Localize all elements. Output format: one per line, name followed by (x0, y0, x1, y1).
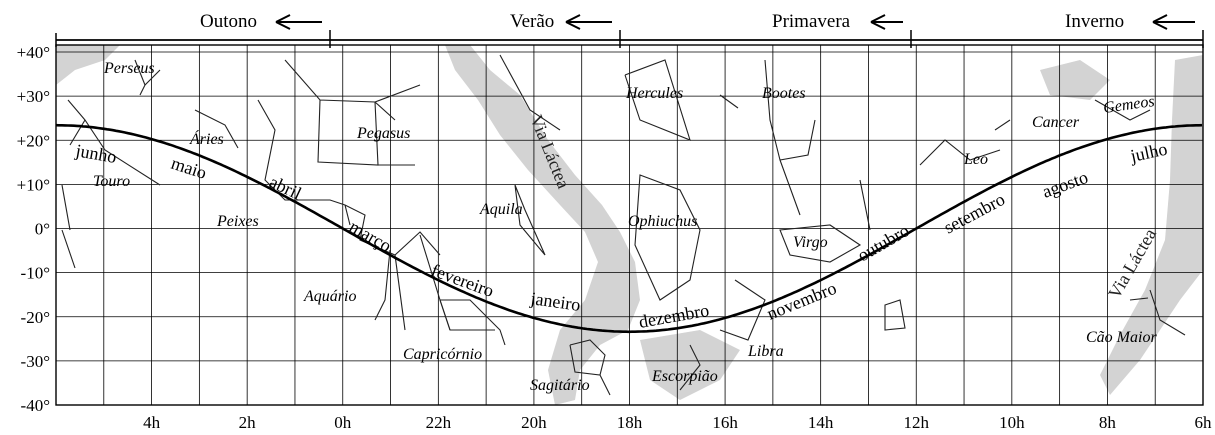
declination-tick-label: -40° (21, 396, 50, 415)
constellation-label: Capricórnio (403, 346, 482, 363)
perseus-figure (134, 59, 161, 96)
constellation-label: Aquila (479, 201, 523, 218)
pegasus-figure (284, 59, 421, 166)
bootes-figure (719, 59, 816, 216)
ra-tick-label: 2h (239, 413, 257, 432)
hercules-figure (499, 54, 691, 141)
season-label-outono: Outono (200, 11, 257, 32)
constellation-label: Ophiuchus (628, 213, 697, 230)
cancer-figure (1094, 99, 1151, 121)
left-arrow-icon (870, 14, 903, 30)
constellation-label: Escorpião (651, 368, 718, 385)
month-label: março (346, 216, 395, 256)
constellation-label: Pegasus (356, 125, 410, 142)
ra-tick-label: 20h (521, 413, 547, 432)
leo-figure (919, 119, 1011, 166)
milky-way-patch-upper-right (1040, 60, 1110, 100)
constellation-figures (61, 54, 1186, 396)
right-ascension-labels: 4h 2h 0h 22h 20h 18h 16h 14h 12h 10h 8h 6h (143, 413, 1212, 432)
ra-tick-label: 8h (1099, 413, 1117, 432)
month-label: outubro (854, 220, 912, 265)
constellation-label: Leo (963, 151, 988, 168)
ra-tick-label: 22h (426, 413, 452, 432)
sagitario-figure (569, 339, 611, 396)
peixes-figure (257, 99, 441, 256)
constellation-label: Virgo (793, 234, 828, 251)
declination-tick-label: +40° (17, 43, 50, 62)
libra-figure (719, 279, 766, 341)
milky-way-band-center (445, 45, 640, 405)
ra-tick-label: 14h (808, 413, 834, 432)
declination-tick-label: -10° (21, 264, 50, 283)
ecliptic-curve (55, 123, 1203, 334)
constellation-label: Hercules (625, 85, 683, 102)
ra-tick-label: 18h (617, 413, 643, 432)
cao-maior-figure (884, 289, 1186, 336)
declination-tick-label: +30° (17, 87, 50, 106)
declination-tick-label: +20° (17, 131, 50, 150)
ra-tick-label: 16h (712, 413, 738, 432)
season-bar: Outono Verão Primavera Inverno (55, 11, 1204, 48)
constellation-label: Touro (93, 173, 130, 190)
declination-tick-label: -30° (21, 352, 50, 371)
season-label-primavera: Primavera (772, 11, 851, 32)
constellation-label: Libra (747, 343, 784, 360)
ra-tick-label: 0h (334, 413, 352, 432)
milky-way-patch-scorpius (640, 330, 740, 400)
constellation-label: Peixes (216, 213, 259, 230)
left-arrow-icon (1152, 14, 1195, 30)
declination-labels: +40° +30° +20° +10° 0° -10° -20° -30° -40° (17, 43, 50, 415)
month-label: dezembro (637, 300, 710, 332)
virgo-figure (779, 179, 871, 263)
touro-figure (61, 99, 161, 269)
constellation-labels: Perseus Áries Pegasus Touro Peixes Aquil… (93, 60, 1157, 394)
ra-tick-label: 12h (904, 413, 930, 432)
month-label: junho (73, 140, 118, 167)
left-arrow-icon (275, 14, 322, 30)
left-arrow-icon (565, 14, 612, 30)
constellation-label: Cancer (1032, 114, 1080, 131)
season-label-inverno: Inverno (1065, 11, 1124, 32)
month-label: abril (266, 171, 304, 203)
escorpiao-figure (679, 344, 701, 391)
constellation-label: Bootes (762, 85, 806, 102)
constellation-label: Cão Maior (1086, 329, 1157, 346)
season-label-verao: Verão (510, 11, 554, 32)
declination-tick-label: 0° (35, 220, 50, 239)
constellation-label: Áries (189, 129, 224, 148)
aries-figure (194, 109, 239, 149)
declination-tick-label: -20° (21, 308, 50, 327)
month-label: julho (1128, 139, 1169, 166)
ra-tick-label: 6h (1195, 413, 1213, 432)
constellation-label: Perseus (103, 60, 155, 77)
constellation-label: Aquário (303, 288, 356, 305)
constellation-label: Sagitário (530, 377, 590, 394)
ophiuchus-figure (634, 174, 701, 301)
ra-tick-label: 10h (999, 413, 1025, 432)
month-label: janeiro (528, 288, 581, 315)
aquila-figure (514, 184, 546, 256)
constellation-label: Gemeos (1102, 93, 1155, 117)
month-label: agosto (1040, 167, 1091, 202)
declination-tick-label: +10° (17, 175, 50, 194)
capricornio-figure (439, 299, 506, 346)
ra-tick-label: 4h (143, 413, 161, 432)
